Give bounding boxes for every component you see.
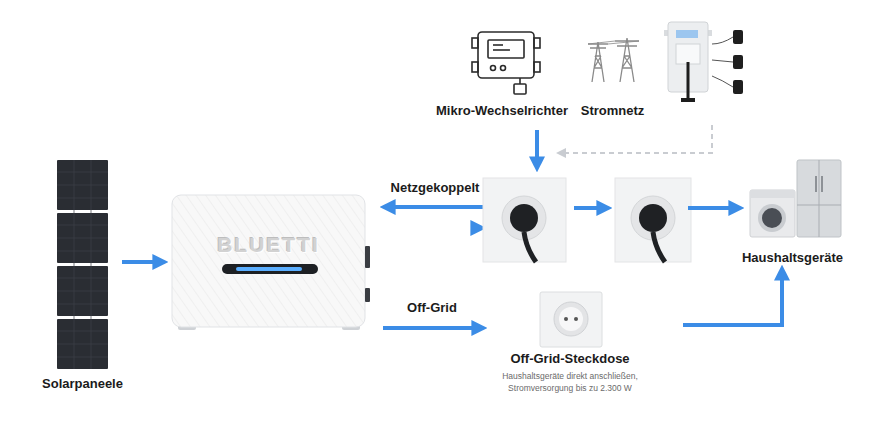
off-grid-node: Off-Grid-SteckdoseHaushaltsgeräte direkt… (485, 288, 655, 400)
grid-node: Stromnetz (575, 25, 650, 118)
solar-panels (57, 160, 108, 369)
node-title: Off-Grid-Steckdose (465, 351, 675, 366)
flow-arrow (535, 130, 539, 166)
flow-arrow (683, 271, 782, 325)
dashed-signal-line (560, 125, 712, 153)
node-title: Stromnetz (555, 103, 670, 118)
micro-inverter-icon (472, 32, 540, 94)
battery-unit (172, 195, 370, 330)
flow-arrow (688, 206, 738, 210)
socket-with-plug (483, 178, 566, 262)
inverter-node: Mikro-Wechselrichter (432, 25, 572, 118)
solar-node: Solarpaneele (45, 155, 120, 391)
flow-arrow (122, 260, 162, 264)
flow-arrow (383, 226, 480, 230)
flow-label: Netzgekoppelt (385, 180, 485, 195)
node-title: BLUETTI (152, 233, 385, 257)
node-title: Mikro-Wechselrichter (412, 103, 592, 118)
node-title: Haushaltsgeräte (715, 250, 870, 265)
battery-node: BLUETTI (172, 195, 365, 327)
flow-arrow (383, 326, 481, 330)
appliances-node: Haushaltsgeräte (735, 155, 850, 265)
socket-with-plug (615, 178, 691, 262)
appliances-icon (750, 160, 841, 237)
off-grid-socket-icon (540, 292, 602, 347)
node-description: Haushaltsgeräte direkt anschließen, Stro… (485, 370, 655, 394)
edge-label: Off-Grid (372, 300, 492, 315)
grid-towers (588, 38, 639, 82)
flow-arrow (574, 206, 606, 210)
flow-arrow (386, 205, 485, 209)
smart-meter-icon (664, 22, 743, 102)
node-title: Solarpaneele (25, 376, 140, 391)
